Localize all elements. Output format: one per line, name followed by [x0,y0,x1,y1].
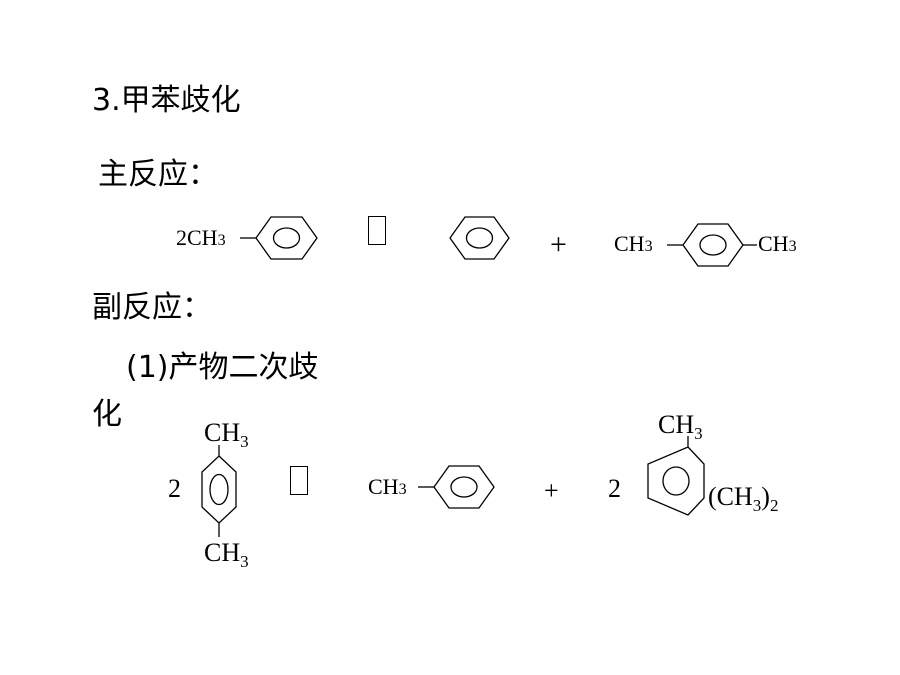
p-xylene-top-methyl: CH3 [204,418,249,452]
side-item-1-line-1: (1)产物二次歧 [126,350,319,385]
trimethylbenzene-ring [647,436,705,516]
side-coefficient-left: 2 [168,474,181,503]
trimethylbenzene-top-methyl: CH3 [658,410,703,444]
main-reaction-heading: 主反应： [98,157,218,192]
reactant-toluene-label: 2CH3 [176,225,226,250]
side-reaction-heading: 副反应： [92,290,212,325]
main-plus-sign: + [550,228,567,261]
trimethylbenzene-dimethyl-group: (CH3)2 [708,482,779,516]
xylene-left-methyl: CH3 [614,231,653,256]
side-reaction-arrow-icon [290,466,308,495]
xylene-product-ring [667,223,757,267]
toluene-methyl-label: CH3 [368,474,407,499]
p-xylene-ring [201,445,237,537]
benzene-product-ring [449,216,510,260]
p-xylene-bottom-methyl: CH3 [204,538,249,572]
page-title: 3.甲苯歧化 [92,83,241,118]
side-plus-sign: + [544,476,559,505]
side-item-1-line-2: 化 [92,397,122,432]
xylene-right-methyl: CH3 [758,231,797,256]
toluene-product-ring [418,465,495,509]
side-coefficient-right: 2 [608,474,621,503]
reactant-benzene-ring [240,216,318,260]
reaction-arrow-icon [368,216,386,245]
